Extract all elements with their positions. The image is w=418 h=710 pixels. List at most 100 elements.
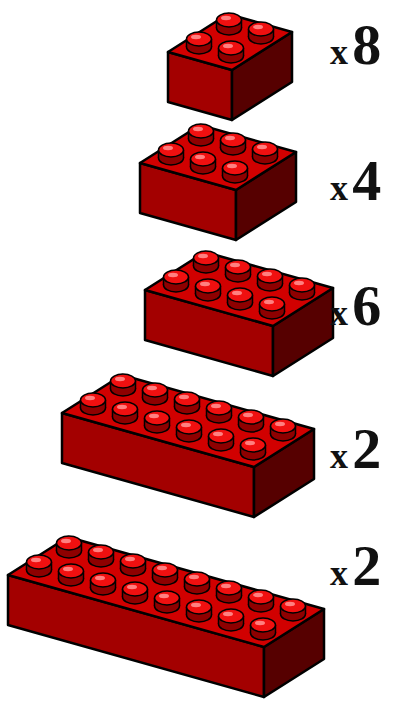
stud-top bbox=[123, 582, 148, 596]
stud-highlight bbox=[257, 145, 267, 149]
brick-stud bbox=[145, 411, 170, 433]
stud-highlight bbox=[221, 16, 231, 20]
stud-top bbox=[217, 581, 242, 595]
brick-stud bbox=[113, 402, 138, 424]
stud-top bbox=[164, 270, 189, 284]
brick-stud bbox=[251, 618, 276, 640]
brick-top bbox=[62, 375, 314, 467]
stud-highlight bbox=[255, 621, 265, 625]
brick-stud bbox=[194, 251, 219, 273]
stud-top bbox=[251, 618, 276, 632]
stud-highlight bbox=[117, 405, 127, 409]
brick-stud bbox=[196, 279, 221, 301]
lego-brick bbox=[140, 124, 296, 240]
brick-stud bbox=[57, 536, 82, 558]
stud-top bbox=[59, 564, 84, 578]
stud-top bbox=[121, 554, 146, 568]
brick-stud bbox=[177, 420, 202, 442]
stud-highlight bbox=[147, 386, 157, 390]
stud-highlight bbox=[211, 404, 221, 408]
lego-brick bbox=[8, 536, 324, 697]
stud-highlight bbox=[198, 254, 208, 258]
brick-stud bbox=[81, 393, 106, 415]
brick-stud bbox=[249, 590, 274, 612]
count-label: x2 bbox=[330, 537, 381, 595]
stud-top bbox=[189, 124, 214, 138]
stud-highlight bbox=[223, 44, 233, 48]
stud-top bbox=[185, 572, 210, 586]
brick-stud bbox=[219, 41, 244, 63]
brick-stud bbox=[185, 572, 210, 594]
stud-top bbox=[217, 13, 242, 27]
stud-top bbox=[221, 133, 246, 147]
stud-top bbox=[241, 438, 266, 452]
stud-highlight bbox=[195, 155, 205, 159]
brick-stud bbox=[260, 297, 285, 319]
stud-top bbox=[143, 383, 168, 397]
stud-highlight bbox=[191, 35, 201, 39]
brick-stud bbox=[258, 269, 283, 291]
brick-stud bbox=[228, 288, 253, 310]
stud-highlight bbox=[232, 291, 242, 295]
brick-stud bbox=[217, 581, 242, 603]
stud-highlight bbox=[63, 567, 73, 571]
brick-stud bbox=[111, 374, 136, 396]
stud-top bbox=[290, 278, 315, 292]
stud-top bbox=[57, 536, 82, 550]
stud-top bbox=[191, 152, 216, 166]
stud-highlight bbox=[243, 413, 253, 417]
stud-highlight bbox=[285, 602, 295, 606]
stud-highlight bbox=[159, 594, 169, 598]
stud-top bbox=[153, 563, 178, 577]
stud-highlight bbox=[93, 548, 103, 552]
brick-top bbox=[8, 537, 324, 647]
stud-top bbox=[228, 288, 253, 302]
brick-stud bbox=[123, 582, 148, 604]
stud-highlight bbox=[213, 432, 223, 436]
stud-top bbox=[187, 32, 212, 46]
stud-top bbox=[81, 393, 106, 407]
stud-top bbox=[187, 600, 212, 614]
brick-stud bbox=[121, 554, 146, 576]
stud-top bbox=[207, 401, 232, 415]
stud-highlight bbox=[85, 396, 95, 400]
brick-stud bbox=[221, 133, 246, 155]
stud-top bbox=[209, 429, 234, 443]
brick-stud bbox=[155, 591, 180, 613]
stud-highlight bbox=[115, 377, 125, 381]
stud-highlight bbox=[61, 539, 71, 543]
stud-top bbox=[271, 419, 296, 433]
stud-highlight bbox=[193, 127, 203, 131]
stud-highlight bbox=[189, 575, 199, 579]
stud-highlight bbox=[227, 164, 237, 168]
stud-top bbox=[223, 161, 248, 175]
stud-top bbox=[89, 545, 114, 559]
stud-top bbox=[175, 392, 200, 406]
lego-brick bbox=[145, 251, 333, 376]
stud-top bbox=[111, 374, 136, 388]
brick-stud bbox=[189, 124, 214, 146]
brick-stud bbox=[175, 392, 200, 414]
stud-top bbox=[194, 251, 219, 265]
stud-highlight bbox=[163, 146, 173, 150]
brick-stud bbox=[187, 32, 212, 54]
brick-top bbox=[168, 14, 292, 70]
stud-top bbox=[155, 591, 180, 605]
brick-stud bbox=[191, 152, 216, 174]
brick-stud bbox=[89, 545, 114, 567]
lego-brick bbox=[168, 13, 292, 120]
brick-stud bbox=[209, 429, 234, 451]
brick-stud bbox=[59, 564, 84, 586]
brick-stud bbox=[143, 383, 168, 405]
brick-stud bbox=[249, 22, 274, 44]
stud-highlight bbox=[181, 423, 191, 427]
stud-top bbox=[27, 555, 52, 569]
stud-top bbox=[258, 269, 283, 283]
brick-stud bbox=[153, 563, 178, 585]
count-label: x4 bbox=[330, 152, 381, 210]
stud-highlight bbox=[179, 395, 189, 399]
stud-top bbox=[281, 599, 306, 613]
stud-top bbox=[249, 22, 274, 36]
stud-top bbox=[253, 142, 278, 156]
